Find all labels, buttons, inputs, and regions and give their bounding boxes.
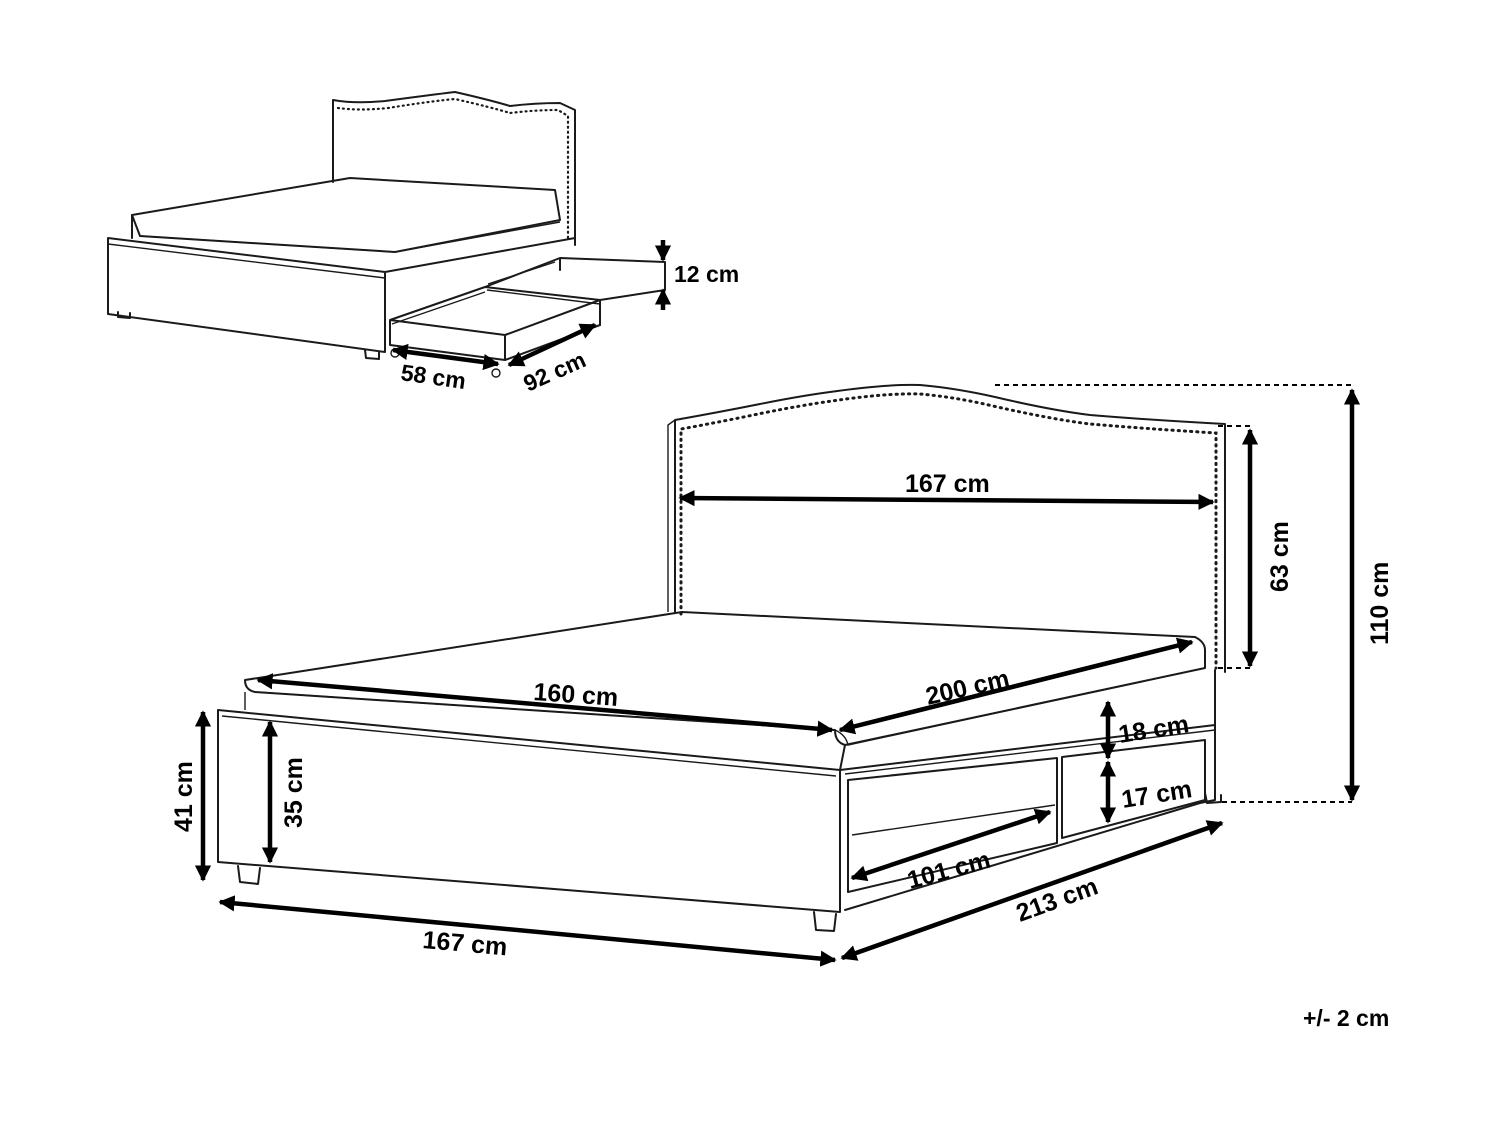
mattress-length-label: 200 cm [923,664,1012,710]
small-headboard [332,91,576,246]
frame-height-label: 41 cm [170,761,198,832]
drawer-depth-label: 58 cm [399,359,467,394]
drawer-length-arrow [507,322,597,368]
small-mattress [131,177,561,253]
headboard-outline [674,383,1226,673]
headboard-height-label: 63 cm [1266,521,1294,592]
inner-height-label: 35 cm [280,757,308,828]
small-headboard-studs [336,97,570,242]
total-length-arrow [840,820,1224,961]
total-width-label: 167 cm [421,926,508,961]
tolerance-note: +/- 2 cm [1303,1005,1389,1031]
total-height-label: 110 cm [1366,562,1394,645]
mattress-width-label: 160 cm [533,678,620,712]
mattress-length-arrow [838,637,1194,735]
headboard-width-arrow [678,490,1215,510]
frame-front [217,709,841,913]
headboard-studs [679,392,1218,670]
small-drawer-2 [484,257,666,326]
drawer-front-length-label: 101 cm [904,846,993,895]
bed-feet [237,792,1222,932]
mattress [244,611,1206,746]
headboard-width-label: 167 cm [905,470,990,498]
drawer-front-2 [1061,739,1206,839]
headboard-height-guides [1218,425,1252,669]
total-width-arrow [218,895,837,967]
small-bed-drawing [107,91,666,378]
small-frame [107,214,576,353]
small-drawer-1 [389,286,601,361]
drawer-depth-arrow [391,343,500,371]
drawer-height-label: 12 cm [674,261,739,287]
mattress-width-arrow [256,673,834,737]
main-bed-drawing [217,383,1226,932]
total-height-guides [995,384,1352,803]
